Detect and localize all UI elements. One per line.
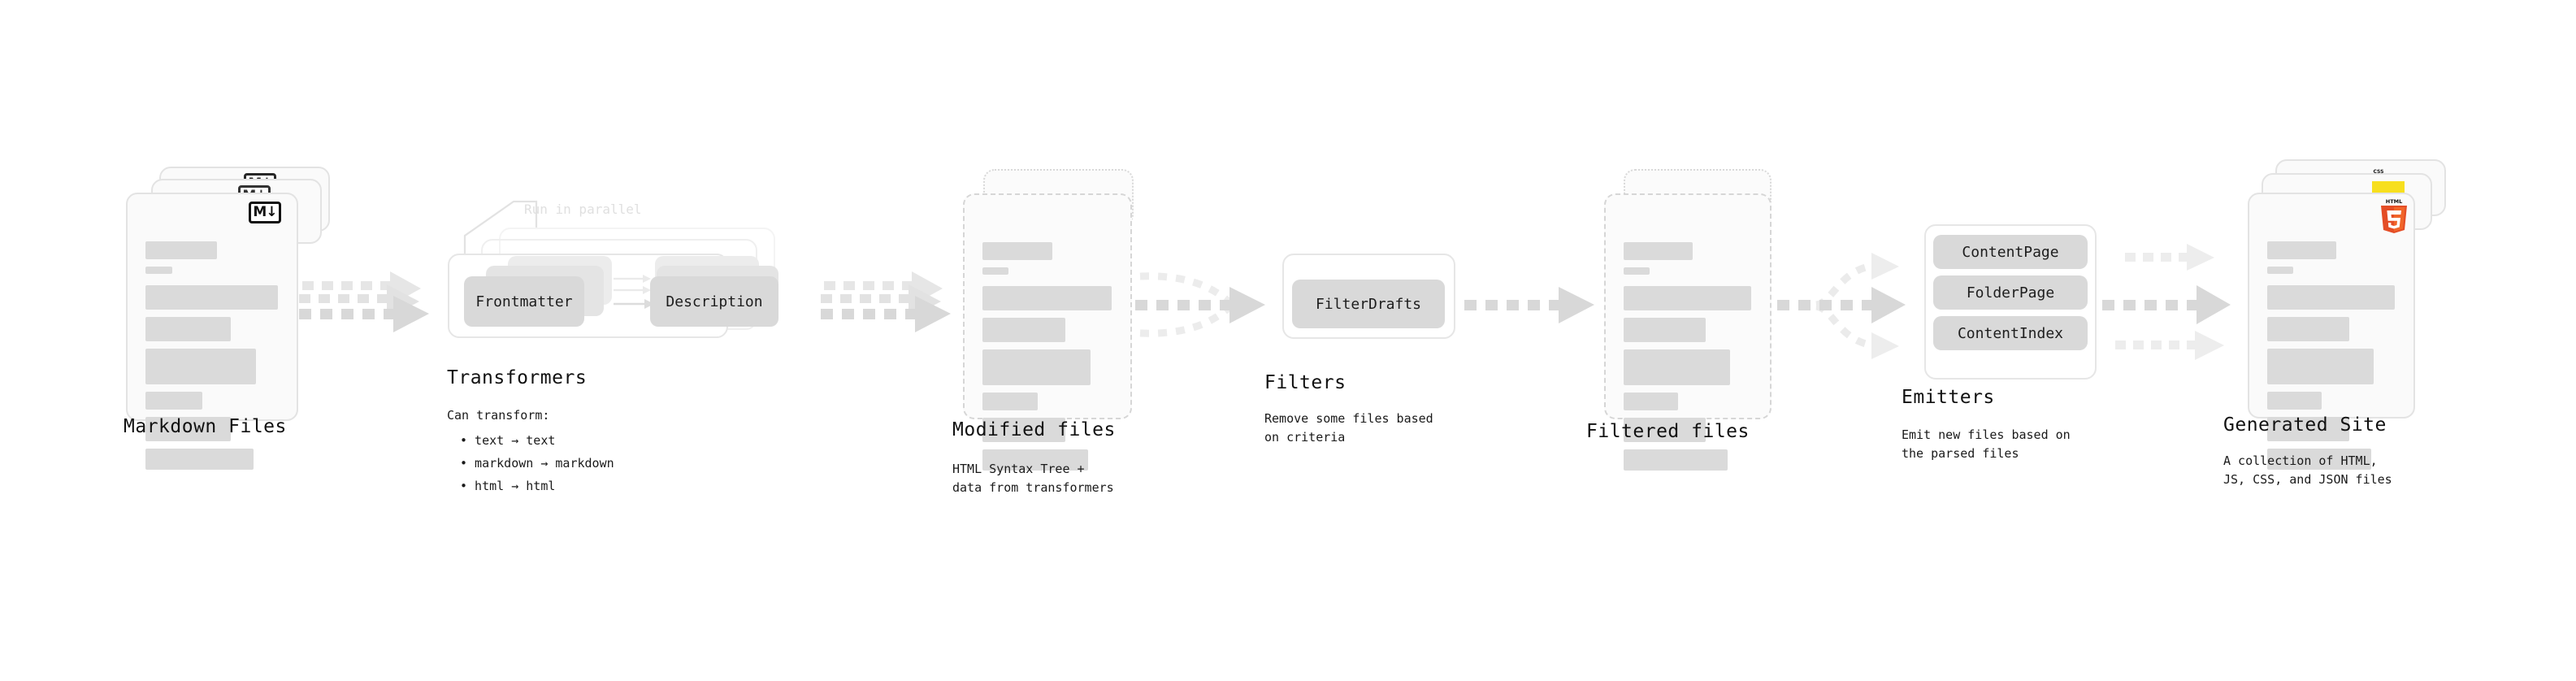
run-in-parallel-label: Run in parallel xyxy=(524,202,642,217)
stage-desc-filters: Remove some files based on criteria xyxy=(1264,411,1433,445)
flow-arrow-6 xyxy=(2102,244,2231,360)
flow-arrow-3-converging xyxy=(1135,272,1265,337)
emitter-chip-contentpage[interactable]: ContentPage xyxy=(1933,235,2088,269)
stage-title-modified-files: Modified files xyxy=(952,419,1116,440)
skeleton-bar xyxy=(1624,449,1728,471)
skeleton-bar xyxy=(145,241,217,259)
filtered-file-card-front xyxy=(1604,193,1772,471)
transformers-bullet-2: • html → html xyxy=(460,479,556,493)
stage-desc-emitters: Emit new files based on the parsed files xyxy=(1902,427,2071,462)
skeleton-bar xyxy=(2267,449,2371,470)
skeleton-bar xyxy=(982,318,1066,342)
skeleton-bar xyxy=(2267,417,2349,441)
stage-title-emitters: Emitters xyxy=(1902,387,1995,408)
skeleton-bar xyxy=(145,392,202,410)
transformers-bullet-0: • text → text xyxy=(460,433,556,448)
stage-title-markdown-files: Markdown Files xyxy=(124,416,287,437)
transformers-bullet-1: • markdown → markdown xyxy=(460,456,614,471)
transformer-chip-frontmatter[interactable]: Frontmatter xyxy=(464,276,584,327)
flow-arrow-4 xyxy=(1464,287,1594,323)
generated-html-card xyxy=(2248,193,2415,470)
javascript-icon xyxy=(2372,181,2405,194)
skeleton-bar xyxy=(1624,418,1706,442)
skeleton-bar xyxy=(1624,286,1751,310)
stage-title-generated-site: Generated Site xyxy=(2223,414,2387,436)
skeleton-bar xyxy=(1624,349,1731,385)
skeleton-bar xyxy=(982,242,1052,260)
generated-site-skeleton xyxy=(2267,241,2397,470)
skeleton-bar xyxy=(145,267,173,274)
skeleton-bar xyxy=(145,449,254,470)
skeleton-bar xyxy=(2267,392,2322,410)
skeleton-bar xyxy=(1624,393,1679,410)
stage-title-transformers: Transformers xyxy=(447,367,588,388)
flow-arrow-1 xyxy=(299,271,429,332)
flow-arrow-5-diverging xyxy=(1777,253,1906,359)
skeleton-bar xyxy=(1624,242,1693,260)
svg-text:HTML: HTML xyxy=(2386,198,2402,205)
skeleton-bar xyxy=(145,349,257,384)
skeleton-bar xyxy=(982,267,1009,275)
svg-text:CSS: CSS xyxy=(2374,169,2384,175)
stage-title-filtered-files: Filtered files xyxy=(1586,421,1750,442)
stage-desc-transformers: Can transform: xyxy=(447,408,550,423)
skeleton-bar xyxy=(1624,267,1650,275)
filter-chip-filterdrafts[interactable]: FilterDrafts xyxy=(1292,280,1445,328)
skeleton-bar xyxy=(2267,241,2336,259)
skeleton-bar xyxy=(145,317,231,341)
skeleton-bar xyxy=(1624,318,1706,342)
skeleton-bar xyxy=(2267,267,2293,274)
emitter-chip-contentindex[interactable]: ContentIndex xyxy=(1933,316,2088,350)
markdown-file-skeleton xyxy=(145,241,280,470)
markdown-file-card-front xyxy=(126,193,298,470)
filtered-file-skeleton xyxy=(1624,242,1754,471)
skeleton-bar xyxy=(2267,285,2395,310)
skeleton-bar xyxy=(982,286,1112,310)
modified-file-skeleton xyxy=(982,242,1114,471)
flow-arrow-2 xyxy=(821,271,951,332)
html5-icon: HTML xyxy=(2379,197,2409,233)
skeleton-bar xyxy=(2267,317,2349,341)
skeleton-bar xyxy=(982,418,1066,442)
skeleton-bar xyxy=(2267,349,2374,384)
skeleton-bar xyxy=(982,349,1091,385)
emitter-chip-folderpage[interactable]: FolderPage xyxy=(1933,275,2088,310)
markdown-badge-icon: M↓ xyxy=(249,202,281,223)
transformer-chip-description[interactable]: Description xyxy=(650,276,778,327)
skeleton-bar xyxy=(982,449,1088,471)
transformer-inner-arrows xyxy=(614,275,654,309)
run-in-parallel-bracket xyxy=(463,200,538,257)
skeleton-bar xyxy=(982,393,1039,410)
stage-desc-generated-site: A collection of HTML, JS, CSS, and JSON … xyxy=(2223,453,2392,488)
stage-desc-modified-files: HTML Syntax Tree + data from transformer… xyxy=(952,462,1114,496)
skeleton-bar xyxy=(145,417,231,441)
stage-title-filters: Filters xyxy=(1264,372,1347,393)
modified-file-card-front xyxy=(963,193,1132,471)
skeleton-bar xyxy=(145,285,278,310)
